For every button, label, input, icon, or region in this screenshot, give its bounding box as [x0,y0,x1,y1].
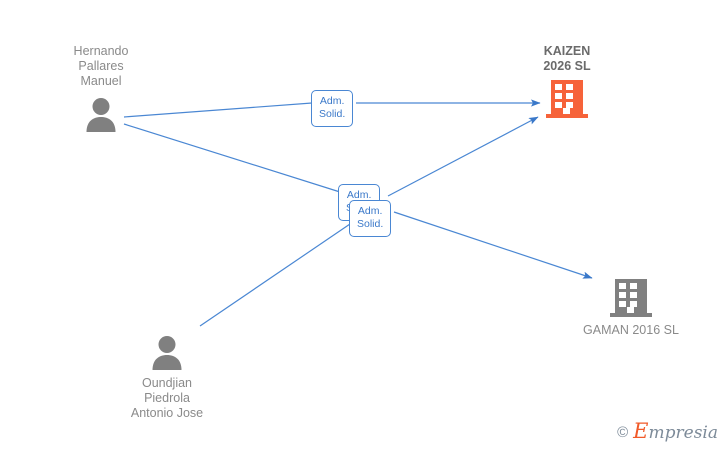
edge-oundjian-middle [199,223,351,327]
brand-logo: Empresia [633,421,719,443]
building-icon[interactable] [565,278,697,318]
node-person-oundjian[interactable]: Oundjian Piedrola Antonio Jose [102,334,232,421]
brand-rest: mpresia [648,423,719,443]
copyright-icon: © [617,424,629,441]
building-icon[interactable] [501,79,633,119]
person-name-hernando: Hernando Pallares Manuel [73,44,129,88]
brand-initial: E [633,419,649,443]
company-name-gaman: GAMAN 2016 SL [583,323,679,337]
edge-label-line2: Solid. [319,108,346,120]
edge-label-adm-solid-top[interactable]: Adm. Solid. [311,90,354,127]
edge-hernando-kaizen-left [123,102,313,118]
edge-middle-kaizen [387,116,539,197]
company-name-kaizen: KAIZEN 2026 SL [543,44,591,73]
edge-label-line1: Adm. [357,205,383,217]
node-company-gaman[interactable]: GAMAN 2016 SL [565,278,697,338]
person-name-oundjian: Oundjian Piedrola Antonio Jose [130,376,204,420]
edge-middle-gaman [393,211,593,279]
edge-label-adm-solid-middle-front[interactable]: Adm. Solid. [349,200,392,237]
edge-label-line1: Adm. [319,95,345,107]
edge-hernando-middle [123,123,341,193]
person-icon[interactable] [36,96,166,132]
node-person-hernando[interactable]: Hernando Pallares Manuel [36,44,166,132]
edge-label-line1: Adm. [346,189,372,201]
watermark: © Empresia [617,421,719,443]
edge-label-line2: Solid. [357,218,384,230]
person-icon[interactable] [102,334,232,370]
node-company-kaizen[interactable]: KAIZEN 2026 SL [501,44,633,119]
